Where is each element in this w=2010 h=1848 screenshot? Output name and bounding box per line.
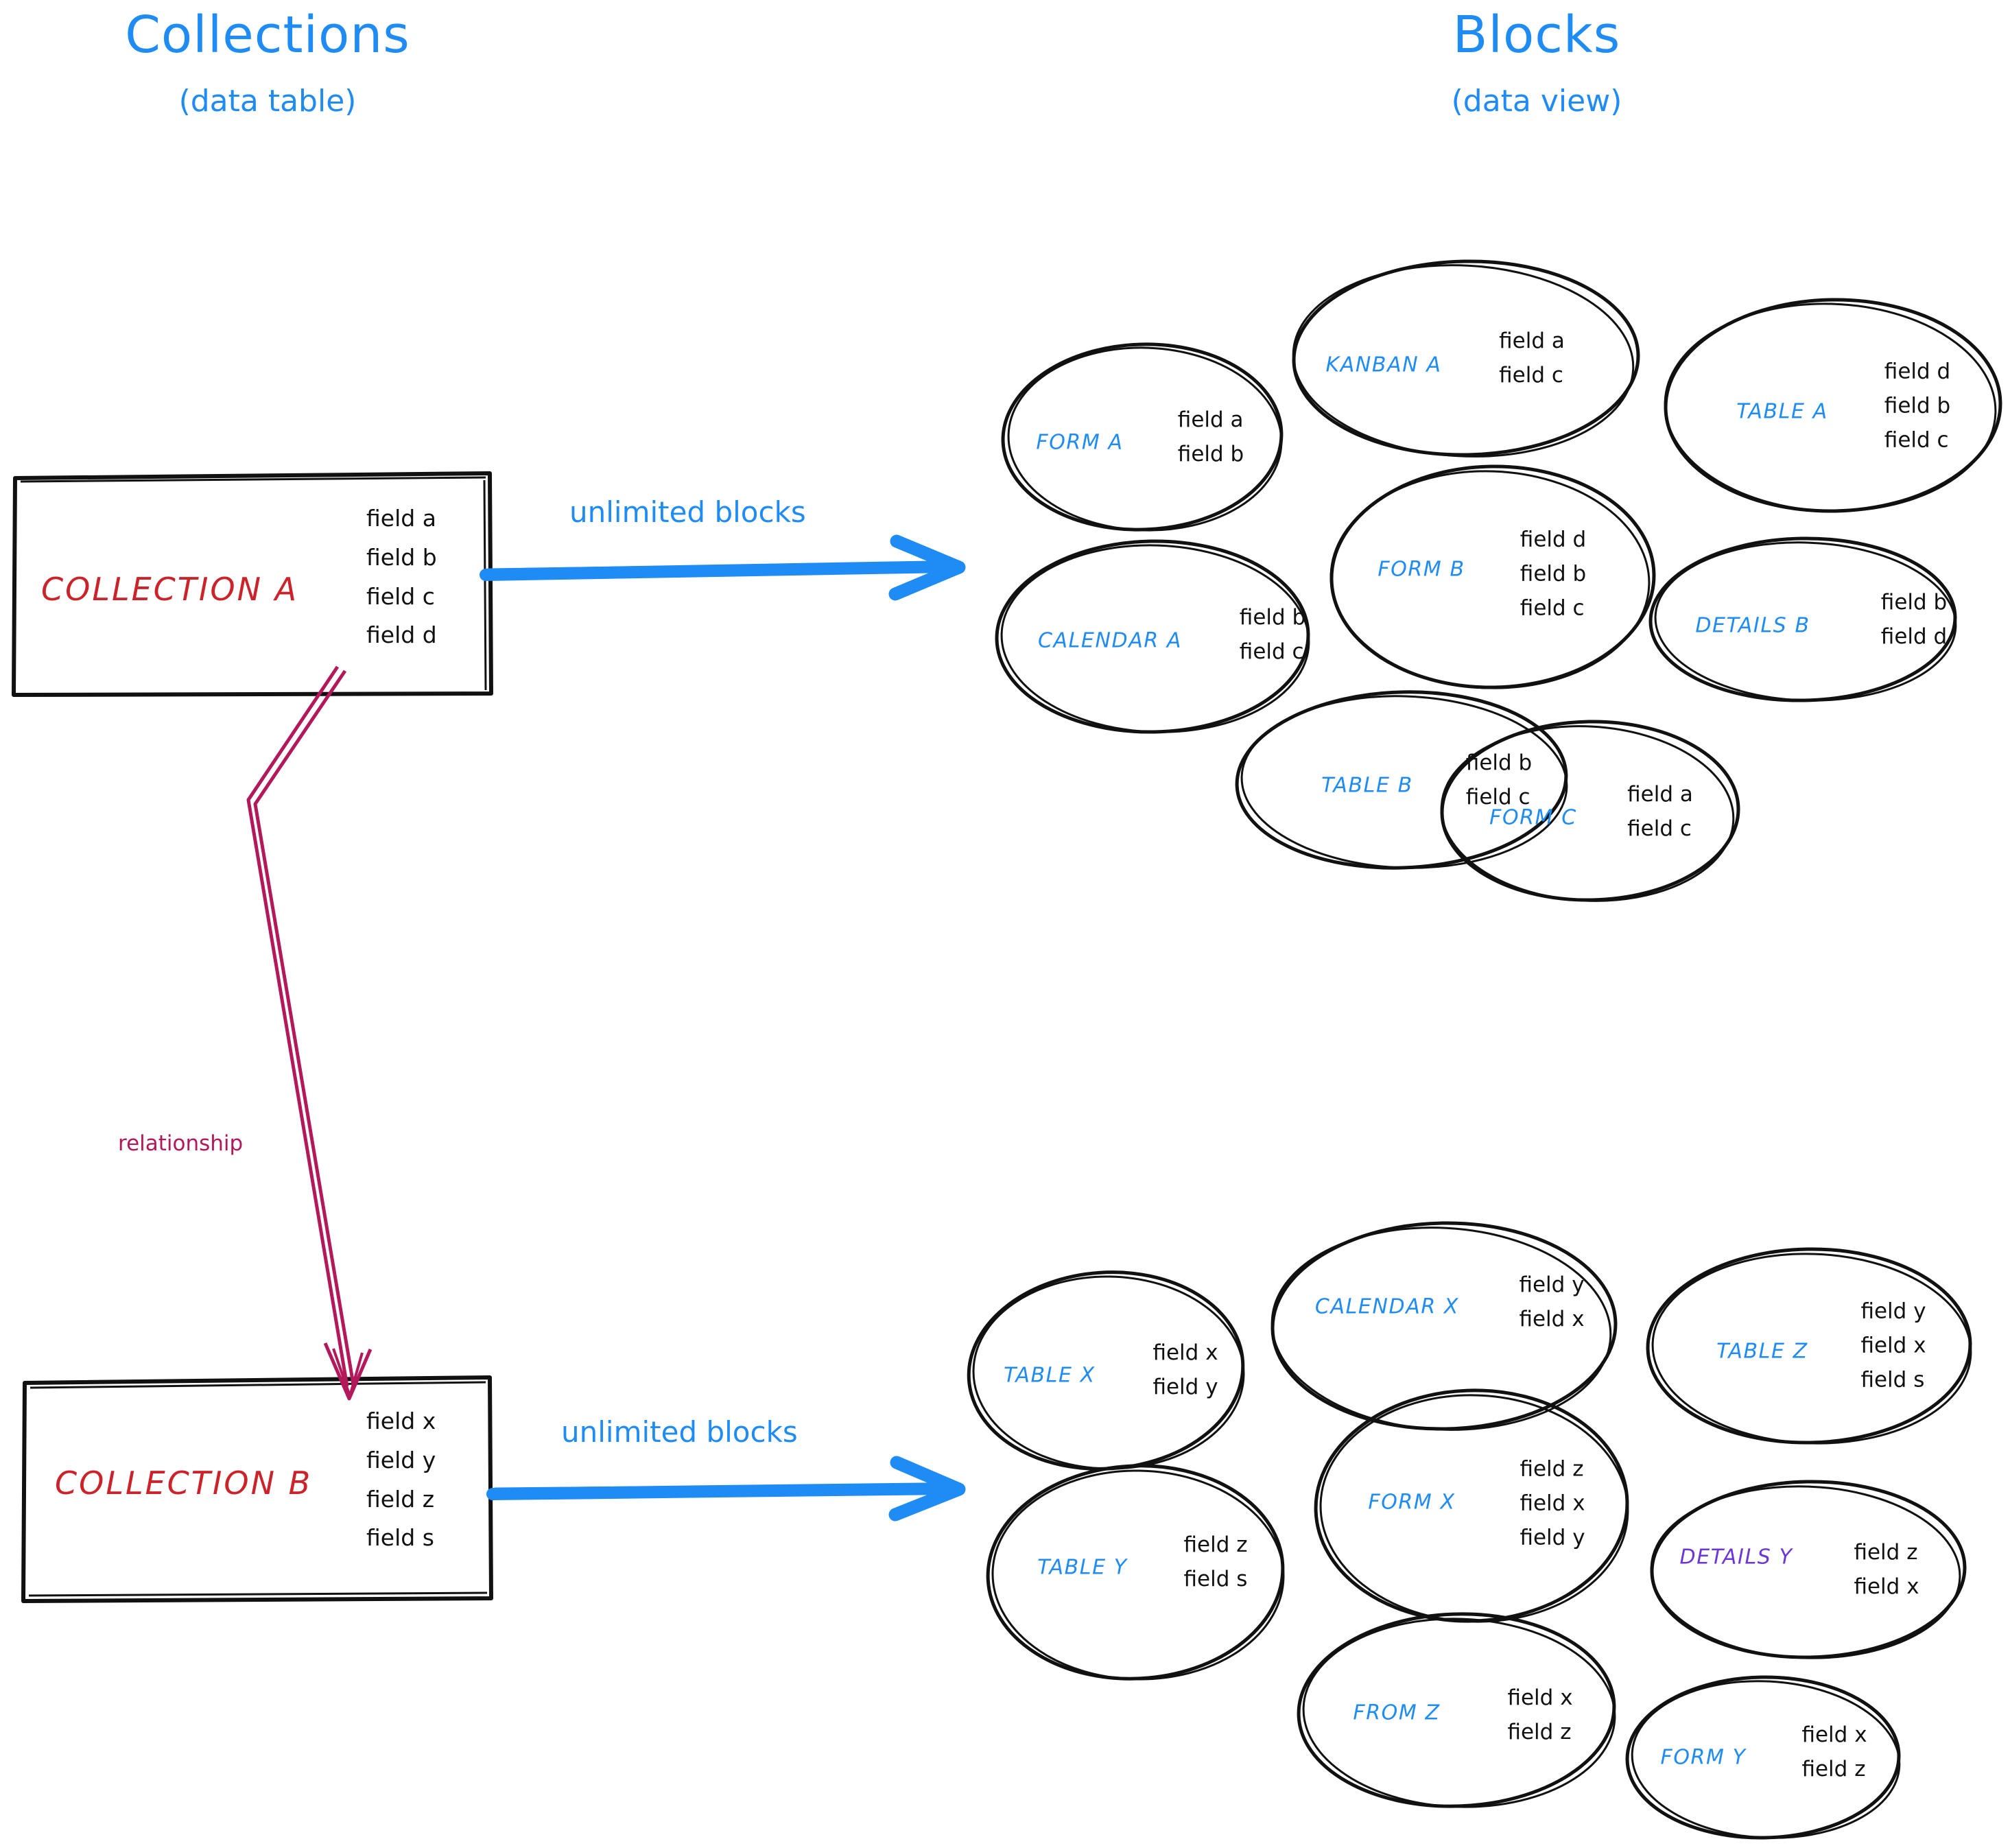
block-field: field x: [1854, 1574, 1919, 1599]
block-name: TABLE A: [1736, 399, 1828, 424]
collection-a-box: [12, 471, 493, 697]
block-fields: field b field d: [1881, 585, 1947, 654]
block-field: field z: [1801, 1757, 1866, 1781]
block-fields: field z field s: [1183, 1528, 1247, 1596]
block-field: field c: [1499, 363, 1563, 388]
block-name: FORM C: [1489, 805, 1577, 830]
block-field: field y: [1519, 1272, 1585, 1297]
collection-b-box: [21, 1375, 493, 1603]
block-field: field x: [1152, 1340, 1218, 1365]
block-fields: field d field b field c: [1884, 355, 1950, 458]
collection-a-field: field d: [366, 621, 437, 649]
block-name: TABLE Z: [1716, 1339, 1808, 1364]
block-field: field y: [1860, 1299, 1926, 1324]
block-field: field d: [1880, 624, 1948, 649]
block-fields: field y field x: [1519, 1268, 1584, 1336]
block-name: FORM Y: [1660, 1745, 1747, 1770]
block-field: field d: [1520, 527, 1587, 552]
block-name: CALENDAR X: [1314, 1294, 1460, 1319]
block-name: DETAILS B: [1695, 613, 1810, 638]
collection-b-fields: field x field y field z field s: [366, 1402, 436, 1558]
collection-b-field: field x: [366, 1408, 436, 1434]
block-field: field x: [1507, 1685, 1573, 1710]
collection-a-field: field a: [366, 505, 436, 532]
block-name: FROM Z: [1353, 1701, 1441, 1725]
arrow-label-bottom: unlimited blocks: [561, 1415, 798, 1449]
block-fields: field z field x field y: [1520, 1452, 1585, 1556]
block-fields: field x field z: [1507, 1681, 1572, 1749]
block-field: field d: [1884, 359, 1951, 384]
block-field: field c: [1465, 785, 1530, 809]
page-title-collections: Collections: [125, 5, 410, 64]
block-field: field a: [1177, 407, 1244, 432]
block-field: field z: [1854, 1539, 1918, 1565]
block-field: field a: [1499, 328, 1565, 353]
block-field: field x: [1801, 1722, 1867, 1747]
collection-b-field: field z: [366, 1485, 435, 1513]
block-fields: field d field b field c: [1520, 523, 1586, 626]
block-name: FORM X: [1368, 1490, 1456, 1515]
block-fields: field x field y: [1152, 1336, 1218, 1404]
block-name: TABLE B: [1321, 773, 1413, 798]
block-field: field z: [1183, 1532, 1248, 1557]
block-field: field b: [1177, 442, 1244, 466]
collection-b-title: COLLECTION B: [55, 1465, 313, 1502]
page-subtitle-collections: (data table): [178, 84, 357, 119]
block-name: CALENDAR A: [1037, 628, 1183, 653]
block-field: field z: [1520, 1456, 1584, 1482]
block-name: FORM B: [1378, 557, 1465, 582]
relationship-label: relationship: [118, 1131, 244, 1156]
page-subtitle-blocks: (data view): [1451, 84, 1622, 119]
block-field: field z: [1507, 1720, 1572, 1744]
collection-a-field: field c: [366, 582, 435, 610]
block-field: field x: [1520, 1491, 1585, 1516]
block-field: field c: [1239, 639, 1304, 664]
block-fields: field a field c: [1499, 324, 1565, 392]
block-field: field c: [1884, 428, 1949, 453]
block-name: DETAILS Y: [1679, 1545, 1793, 1569]
block-fields: field a field c: [1627, 777, 1693, 846]
page-title-blocks: Blocks: [1452, 5, 1621, 64]
block-fields: field a field b: [1178, 403, 1244, 471]
collection-a-title: COLLECTION A: [41, 571, 299, 608]
block-field: field s: [1860, 1368, 1925, 1393]
block-field: field b: [1465, 750, 1533, 775]
block-field: field b: [1239, 604, 1306, 630]
collection-a-field: field b: [366, 543, 437, 571]
bottom-block-ellipses: [967, 1221, 1972, 1840]
collection-b-field: field s: [366, 1524, 434, 1552]
block-field: field x: [1519, 1307, 1585, 1331]
block-name: FORM A: [1036, 430, 1124, 455]
block-fields: field b field c: [1240, 600, 1305, 669]
collection-a-fields: field a field b field c field d: [366, 499, 437, 655]
block-field: field b: [1520, 561, 1587, 587]
unlimited-blocks-arrow-bottom: [486, 1456, 966, 1521]
block-field: field c: [1520, 596, 1585, 621]
block-fields: field b field c: [1466, 746, 1532, 814]
unlimited-blocks-arrow-top: [480, 534, 966, 601]
block-fields: field z field x: [1854, 1535, 1919, 1604]
relationship-connector: [246, 665, 373, 1401]
block-fields: field x field z: [1801, 1718, 1867, 1786]
block-fields: field y field x field s: [1860, 1294, 1926, 1398]
top-block-ellipses: [995, 259, 2002, 902]
collection-b-field: field y: [366, 1446, 436, 1473]
block-field: field c: [1627, 816, 1692, 841]
block-field: field a: [1627, 781, 1693, 807]
block-name: TABLE X: [1004, 1363, 1096, 1388]
block-field: field b: [1884, 393, 1951, 418]
block-field: field y: [1520, 1526, 1585, 1551]
block-field: field s: [1183, 1567, 1248, 1591]
arrow-label-top: unlimited blocks: [569, 495, 806, 529]
block-field: field y: [1152, 1375, 1218, 1399]
block-name: KANBAN A: [1325, 353, 1442, 377]
block-field: field x: [1860, 1333, 1926, 1358]
block-name: TABLE Y: [1037, 1555, 1128, 1580]
block-field: field b: [1880, 589, 1948, 615]
